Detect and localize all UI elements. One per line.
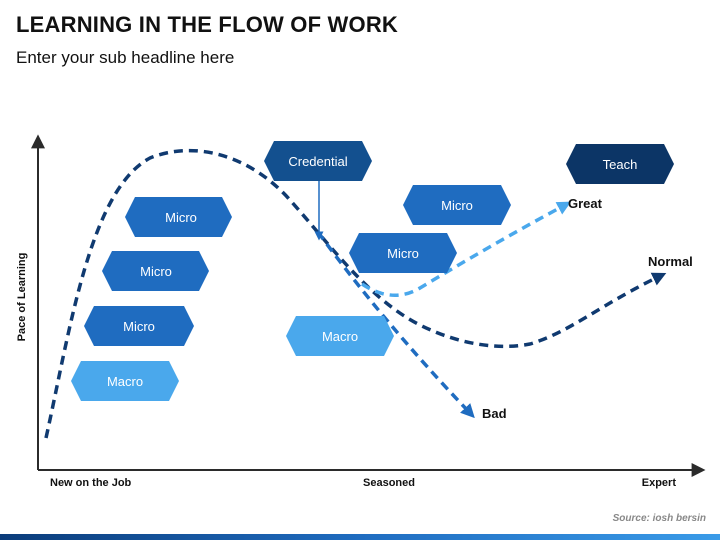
badge-credential: Credential [264,141,372,181]
badge-micro-2: Micro [102,251,209,291]
bad-label: Bad [482,406,507,421]
badge-micro-3: Micro [84,306,194,346]
badge-micro-2-label: Micro [140,264,172,279]
badge-micro-4-label: Micro [441,198,473,213]
badge-micro-5: Micro [349,233,457,273]
great-label: Great [568,196,603,211]
badge-micro-1-label: Micro [165,210,197,225]
badge-micro-3-label: Micro [123,319,155,334]
badge-micro-5-label: Micro [387,246,419,261]
page-subtitle: Enter your sub headline here [16,48,235,67]
source-note: Source: iosh bersin [612,513,706,524]
badge-macro-1-label: Macro [107,374,143,389]
footer-accent-bar [0,534,720,540]
badge-credential-label: Credential [288,154,347,169]
y-axis-label: Pace of Learning [16,253,28,342]
badge-macro-2: Macro [286,316,394,356]
badge-micro-4: Micro [403,185,511,225]
bad-curve [316,230,475,419]
badge-macro-1: Macro [71,361,179,401]
main-learning-curve [44,148,667,439]
badge-macro-2-label: Macro [322,329,358,344]
x-tick-seasoned: Seasoned [363,477,415,489]
badge-teach-label: Teach [603,157,638,172]
normal-label: Normal [648,254,693,269]
x-tick-expert: Expert [642,477,677,489]
page-title: LEARNING IN THE FLOW OF WORK [16,12,399,37]
badge-teach: Teach [566,144,674,184]
badge-micro-1: Micro [125,197,232,237]
great-curve [361,201,572,297]
x-tick-new-on-the-job: New on the Job [50,477,132,489]
